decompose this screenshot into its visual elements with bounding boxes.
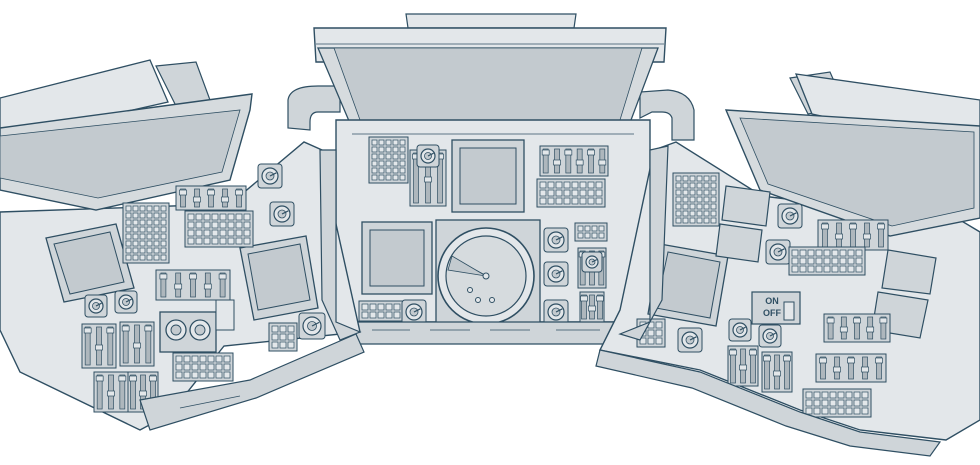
console-joints — [319, 145, 669, 341]
left-knob-1 — [257, 163, 283, 189]
center-gauge-3 — [543, 299, 569, 325]
center-knob-upper — [416, 144, 440, 168]
left-knob-2 — [269, 201, 295, 227]
left-switch-bank-lower-3 — [93, 371, 129, 413]
center-upper-instrument-bank — [368, 136, 609, 208]
left-knob-4 — [114, 290, 138, 314]
center-console — [313, 13, 667, 345]
left-display-2 — [239, 235, 319, 321]
left-switch-bank-lower-2 — [119, 321, 155, 367]
right-display-1 — [647, 243, 729, 327]
right-knob-2 — [765, 239, 791, 265]
right-knob-5 — [758, 324, 782, 348]
right-knob-4 — [728, 318, 752, 342]
right-knob-3 — [677, 327, 703, 353]
left-knob-5 — [298, 312, 326, 340]
back-pipes — [155, 61, 847, 141]
center-right-gauges — [543, 222, 608, 325]
center-switch-bank-upper-right — [539, 145, 609, 177]
right-switch-bank-lower-1 — [727, 345, 759, 387]
switch-label-off: OFF — [763, 308, 781, 318]
switch-label-on: ON — [765, 296, 779, 306]
center-gauge-2 — [543, 261, 569, 287]
on-off-switch-plate: ON OFF — [751, 291, 801, 325]
right-switch-bank-lower-4 — [815, 353, 887, 383]
right-console: ON OFF — [595, 73, 980, 457]
right-knob-1 — [777, 203, 803, 229]
center-knob-lower — [401, 299, 427, 325]
center-keypad-lower-left — [358, 300, 404, 322]
right-switch-bank-lower-2 — [761, 351, 793, 393]
right-switch-bank-upper — [817, 219, 889, 251]
right-keypad-mid — [788, 246, 866, 276]
center-keypad-right-top — [574, 222, 608, 242]
right-keypad-bottom — [802, 388, 872, 418]
left-keypad-mid — [184, 210, 254, 248]
left-knob-3 — [84, 294, 108, 318]
left-switch-bank-lower-1 — [81, 323, 117, 369]
left-keypad-lower — [172, 352, 234, 382]
center-gauge-1 — [543, 227, 569, 253]
center-keypad-upper-left — [368, 136, 409, 184]
left-console — [0, 59, 365, 431]
right-switch-bank-lower-3 — [823, 313, 891, 343]
center-knob-right — [581, 251, 603, 273]
center-switch-bank-right-lower — [579, 291, 605, 323]
left-twin-gauge-cluster — [159, 299, 235, 353]
left-keypad-upper — [122, 202, 170, 264]
left-switch-bank-mid — [155, 269, 231, 301]
center-radar-dial — [435, 219, 541, 329]
center-keypad-upper-right — [536, 178, 606, 208]
left-keypad-bottom — [268, 322, 298, 352]
right-keypad-upper — [672, 172, 720, 227]
left-display-1 — [45, 223, 135, 303]
center-lower-controls — [358, 299, 427, 325]
left-switch-bank-upper — [175, 185, 247, 211]
